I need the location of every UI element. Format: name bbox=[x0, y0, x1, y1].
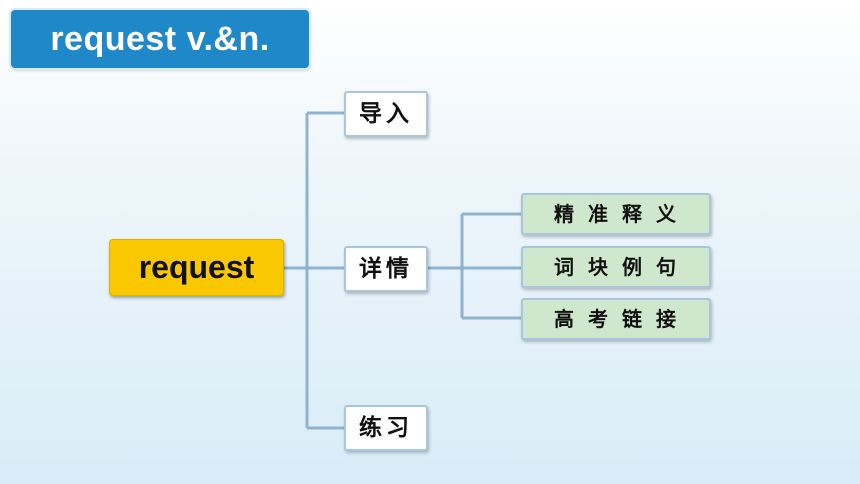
node-details[interactable]: 详情 bbox=[344, 246, 428, 292]
page-title: request v.&n. bbox=[11, 10, 309, 68]
node-phrase-examples[interactable]: 词块例句 bbox=[521, 246, 711, 288]
root-node-request: request bbox=[109, 239, 284, 296]
node-exam-links[interactable]: 高考链接 bbox=[521, 298, 711, 340]
node-practice[interactable]: 练习 bbox=[344, 405, 428, 451]
node-precise-definition[interactable]: 精准释义 bbox=[521, 193, 711, 235]
node-intro[interactable]: 导入 bbox=[344, 91, 428, 137]
